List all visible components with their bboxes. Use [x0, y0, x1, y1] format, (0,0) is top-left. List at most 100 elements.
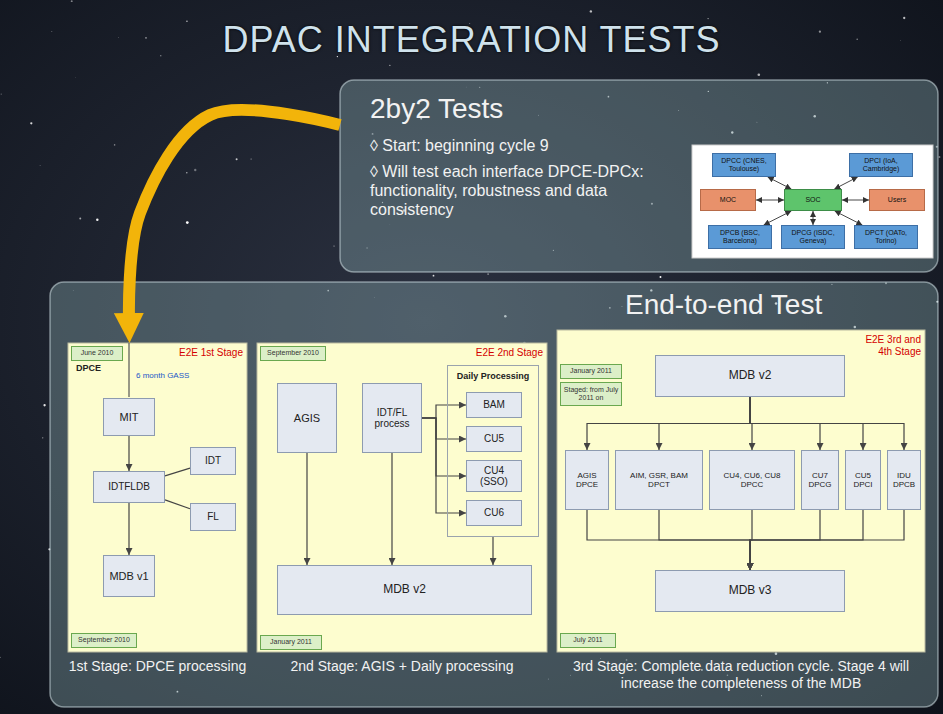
box-text: CU5: [469, 433, 519, 445]
connector: [306, 453, 307, 565]
panel-ground: [340, 80, 938, 272]
box-text: IDU: [890, 471, 918, 480]
process-box: AIM, GSR, BAMDPCT: [615, 450, 703, 510]
star: [40, 165, 41, 166]
process-box: FL: [190, 503, 236, 531]
star: [79, 218, 81, 220]
connector: [391, 453, 392, 565]
connector: [768, 177, 792, 189]
panel-text: ◊ Start: beginning cycle 9: [370, 136, 685, 155]
star: [433, 275, 435, 277]
star: [590, 10, 592, 12]
group-box: Daily ProcessingBAMCU5CU4 (SSO)CU6: [447, 365, 539, 537]
connector: [835, 211, 863, 225]
box-text: January 2011: [563, 367, 619, 375]
text-slot: ◊ Start: beginning cycle 9: [370, 136, 685, 155]
box-text: AGIS: [568, 471, 606, 480]
box-text: MDB v1: [106, 570, 152, 583]
box-text: FL: [193, 511, 233, 523]
connector: [750, 397, 904, 450]
inset-ground: [692, 145, 933, 258]
box-text: BAM: [469, 399, 519, 411]
date-tag: Staged: from July 2011 on: [560, 382, 622, 406]
hub-box: SOC: [784, 189, 842, 211]
box-text: CU4, CU6, CU8: [712, 471, 792, 480]
star: [51, 31, 53, 33]
star: [117, 36, 119, 38]
box-text: DPCB: [890, 480, 918, 489]
box-text: MIT: [106, 411, 152, 424]
box-text: MOC: [703, 196, 753, 204]
connector: [422, 405, 466, 418]
box-text: September 2010: [74, 636, 134, 644]
connector: [764, 211, 792, 225]
label-slot: 1st Stage: DPCE processing: [68, 658, 247, 675]
box-text: DPCC (CNES, Toulouse): [715, 157, 773, 173]
star: [42, 437, 43, 438]
connector: [165, 468, 190, 476]
stage-card: E2E 3rd and 4th StageJanuary 2011Staged:…: [557, 330, 925, 652]
panel-heading: End-to-end Test: [625, 288, 925, 322]
box-text: DPCG (ISDC, Geneva): [784, 229, 842, 245]
star: [251, 159, 252, 160]
label-slot: 2nd Stage: AGIS + Daily processing: [257, 658, 547, 675]
box-text: DPCT (OATo, Torino): [857, 229, 915, 245]
star: [145, 37, 147, 39]
process-box: CU6: [466, 500, 522, 526]
date-tag: September 2010: [71, 633, 137, 648]
box-text: CU6: [469, 507, 519, 519]
process-box: BAM: [466, 392, 522, 418]
connector: [756, 200, 784, 201]
star: [194, 169, 196, 171]
star: [389, 65, 390, 66]
box-text: AIM, GSR, BAM: [618, 471, 700, 480]
panel-heading: E2E 2nd Stage: [453, 347, 543, 359]
box-text: June 2010: [74, 349, 120, 357]
card-ground: [557, 330, 925, 652]
date-tag: July 2011: [560, 633, 616, 648]
box-text: Staged: from July 2011 on: [563, 386, 619, 402]
centre-box: DPCG (ISDC, Geneva): [781, 225, 845, 249]
box-text: AGIS: [280, 412, 334, 425]
process-box: CU7DPCG: [801, 450, 839, 510]
text-slot: E2E 1st Stage: [163, 347, 243, 359]
connector: [659, 510, 750, 570]
connector: [128, 436, 129, 471]
panel-heading: Daily Processing: [448, 371, 538, 382]
date-tag: January 2011: [560, 364, 622, 379]
box-text: MDB v2: [280, 583, 529, 597]
connector: [165, 500, 190, 509]
star: [757, 73, 760, 76]
date-tag: June 2010: [71, 346, 123, 361]
connector: [587, 510, 750, 570]
centre-box: DPCB (BSC, Barcelona): [708, 225, 772, 249]
section-panel: 2by2 Tests◊ Start: beginning cycle 9◊ Wi…: [340, 80, 938, 272]
connector: [422, 418, 466, 513]
process-box: MDB v2: [655, 355, 845, 397]
flow-note: 6 month GASS: [136, 371, 206, 381]
text-slot: End-to-end Test: [625, 288, 925, 322]
box-text: CU7: [804, 471, 836, 480]
star: [659, 276, 661, 278]
process-box: IDTFLDB: [93, 471, 165, 503]
star: [1, 93, 2, 94]
stage-caption: 3rd Stage: Complete data reduction cycle…: [557, 658, 925, 692]
label-slot: 3rd Stage: Complete data reduction cycle…: [557, 658, 925, 692]
process-box: IDT/FL process: [362, 383, 422, 453]
star: [30, 122, 32, 124]
centre-box: DPCC (CNES, Toulouse): [712, 153, 776, 177]
stage-card: E2E 1st StageDPCEJune 2010MITIDTFLDBIDTF…: [68, 343, 247, 652]
card-ground: [68, 343, 247, 652]
panel-heading: 2by2 Tests: [370, 92, 670, 126]
process-box: MIT: [103, 398, 155, 436]
box-text: SOC: [787, 196, 839, 204]
box-text: IDT/FL process: [365, 407, 419, 430]
label-slot: 6 month GASS: [136, 371, 206, 381]
star: [487, 273, 489, 275]
panel-heading: E2E 3rd and 4th Stage: [849, 334, 921, 358]
stage-caption: 1st Stage: DPCE processing: [68, 658, 247, 675]
star: [186, 221, 189, 224]
centre-box: DPCT (OATo, Torino): [854, 225, 918, 249]
process-box: MDB v1: [103, 555, 155, 597]
